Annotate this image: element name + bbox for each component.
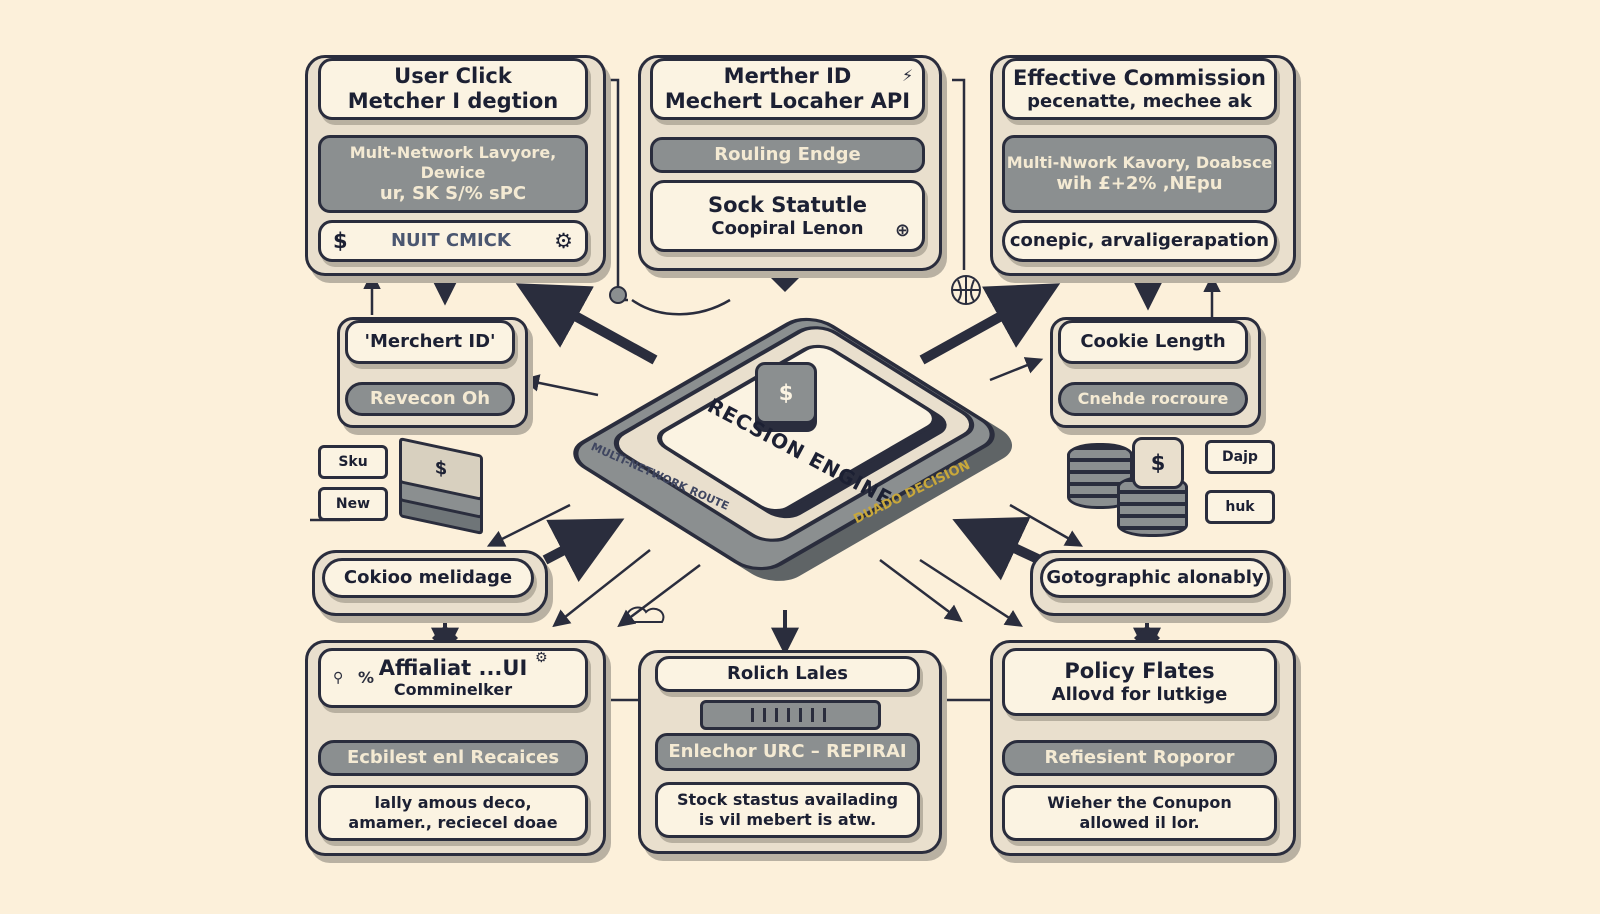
dajp-label: Dajp bbox=[1222, 449, 1258, 465]
affiliate-note-1: lally amous deco, bbox=[374, 793, 532, 812]
user-click-header: User Click Metcher I degtion bbox=[318, 58, 588, 120]
coin-dollar-label: $ bbox=[1150, 450, 1166, 475]
cash-dollar-label: $ bbox=[434, 456, 448, 481]
cookie-length-label: Cookie Length bbox=[1080, 331, 1226, 353]
merchant-id-title: Merther ID bbox=[723, 64, 852, 89]
huk-tag: huk bbox=[1205, 490, 1275, 524]
commission-footer: conepic, arvaligerapation bbox=[1002, 220, 1277, 262]
recision-engine[interactable]: $ RECSION ENGINE MULTI-NETWORK ROUTE DUA… bbox=[559, 300, 1020, 600]
gear-icon: ⚙ bbox=[554, 228, 573, 253]
affiliate-title: Affialiat ...UI bbox=[378, 655, 528, 680]
new-label: New bbox=[335, 496, 371, 512]
sku-label: Sku bbox=[338, 454, 368, 470]
affiliate-note: lally amous deco, amamer., reciecel doae bbox=[318, 785, 588, 841]
merchant-id-header: Merther ID Mechert Locaher API bbox=[650, 58, 925, 120]
stock-availability-1: Stock stastus availading bbox=[676, 790, 899, 809]
commission-details: Multi-Nwork Kavory, Doabsce wih £+2% ,NE… bbox=[1002, 135, 1277, 213]
user-click-detail-2: ur, SK S/% sPC bbox=[379, 183, 527, 205]
user-click-subtitle: Metcher I degtion bbox=[347, 89, 559, 113]
user-click-detail-1: Mult-Network Lavyore, Dewice bbox=[349, 143, 557, 183]
lightning-icon: ⚡ bbox=[902, 66, 914, 85]
multi-click-label: NUIT CMICK bbox=[390, 230, 511, 252]
affiliate-resources-label: Ecbilest enl Recaices bbox=[346, 747, 560, 769]
policy-coupon-1: Wieher the Conupon bbox=[1047, 793, 1232, 812]
commission-title: Effective Commission bbox=[1013, 65, 1266, 90]
routing-engine-label: Rouling Endge bbox=[714, 144, 861, 166]
policy-coupon-2: allowed il lor. bbox=[1079, 813, 1200, 832]
new-tag: New bbox=[318, 487, 388, 521]
user-click-details: Mult-Network Lavyore, Dewice ur, SK S/% … bbox=[318, 135, 588, 213]
commission-detail-1: Multi-Nwork Kavory, Doabsce bbox=[1006, 153, 1273, 173]
affiliate-header: Affialiat ...UI Comminelker bbox=[318, 648, 588, 708]
rolich-title: Rolich Lales bbox=[726, 663, 849, 685]
revecon-label: Revecon Oh bbox=[369, 388, 491, 410]
multi-click-bar[interactable]: $ NUIT CMICK ⚙ bbox=[318, 220, 588, 262]
stock-status-box: Sock Statutle Coopiral Lenon bbox=[650, 180, 925, 252]
merchant-id-tag-label: 'Merchert ID' bbox=[364, 331, 496, 353]
coin-stack-icon: $ bbox=[1062, 435, 1188, 537]
policy-coupon-box: Wieher the Conupon allowed il lor. bbox=[1002, 785, 1277, 841]
affiliate-note-2: amamer., reciecel doae bbox=[348, 813, 558, 832]
stock-status-subtitle: Coopiral Lenon bbox=[711, 217, 864, 239]
commission-detail-2: wih £+2% ,NEpu bbox=[1056, 173, 1223, 195]
link-icon: ⊕ bbox=[895, 220, 911, 241]
cookie-resource-bar: Cnehde rocroure bbox=[1058, 382, 1248, 416]
commission-footer-label: conepic, arvaligerapation bbox=[1009, 230, 1270, 252]
cookie-melidage-pill[interactable]: Cokioo melidage bbox=[322, 558, 534, 598]
affiliate-subtitle: Comminelker bbox=[393, 680, 513, 700]
stock-availability-2: is vil mebert is atw. bbox=[698, 810, 877, 829]
commission-subtitle: pecenatte, mechee ak bbox=[1027, 90, 1252, 112]
dollar-icon: $ bbox=[333, 228, 348, 253]
stock-status-title: Sock Statutle bbox=[707, 192, 868, 217]
percent-icon: % bbox=[358, 668, 375, 687]
commission-header: Effective Commission pecenatte, mechee a… bbox=[1002, 58, 1277, 120]
engine-dollar-icon: $ bbox=[755, 362, 817, 424]
cash-stack-icon: $ bbox=[393, 437, 483, 535]
merchant-id-subtitle: Mechert Locaher API bbox=[664, 89, 911, 113]
cloud-icon bbox=[625, 606, 665, 623]
policy-title: Policy Flates bbox=[1064, 658, 1215, 683]
geographic-label: Gotographic alonably bbox=[1046, 567, 1264, 589]
policy-header: Policy Flates Allovd for lutkige bbox=[1002, 648, 1277, 716]
policy-subtitle: Allovd for lutkige bbox=[1051, 683, 1228, 705]
search-icon: ⚲ bbox=[333, 670, 344, 686]
sku-tag: Sku bbox=[318, 445, 388, 479]
rolich-header: Rolich Lales bbox=[655, 656, 920, 692]
cookie-length-tag: Cookie Length bbox=[1058, 320, 1248, 364]
geographic-pill[interactable]: Gotographic alonably bbox=[1040, 558, 1270, 598]
policy-reporter-label: Refiesient Roporor bbox=[1044, 747, 1235, 769]
merchant-id-tag: 'Merchert ID' bbox=[345, 320, 515, 364]
huk-label: huk bbox=[1225, 499, 1255, 515]
policy-reporter-bar: Refiesient Roporor bbox=[1002, 740, 1277, 776]
enlechor-label: Enlechor URC – REPIRAI bbox=[668, 741, 907, 763]
gear-icon: ⚙ bbox=[535, 650, 548, 666]
routing-engine-bar: Rouling Endge bbox=[650, 137, 925, 173]
connector-plug bbox=[700, 700, 881, 730]
revecon-bar: Revecon Oh bbox=[345, 382, 515, 416]
enlechor-bar: Enlechor URC – REPIRAI bbox=[655, 733, 920, 771]
cookie-melidage-label: Cokioo melidage bbox=[343, 567, 513, 589]
cookie-resource-label: Cnehde rocroure bbox=[1077, 389, 1229, 408]
dajp-tag: Dajp bbox=[1205, 440, 1275, 474]
user-click-title: User Click bbox=[394, 64, 512, 89]
stock-availability-box: Stock stastus availading is vil mebert i… bbox=[655, 782, 920, 838]
affiliate-resources-bar: Ecbilest enl Recaices bbox=[318, 740, 588, 776]
